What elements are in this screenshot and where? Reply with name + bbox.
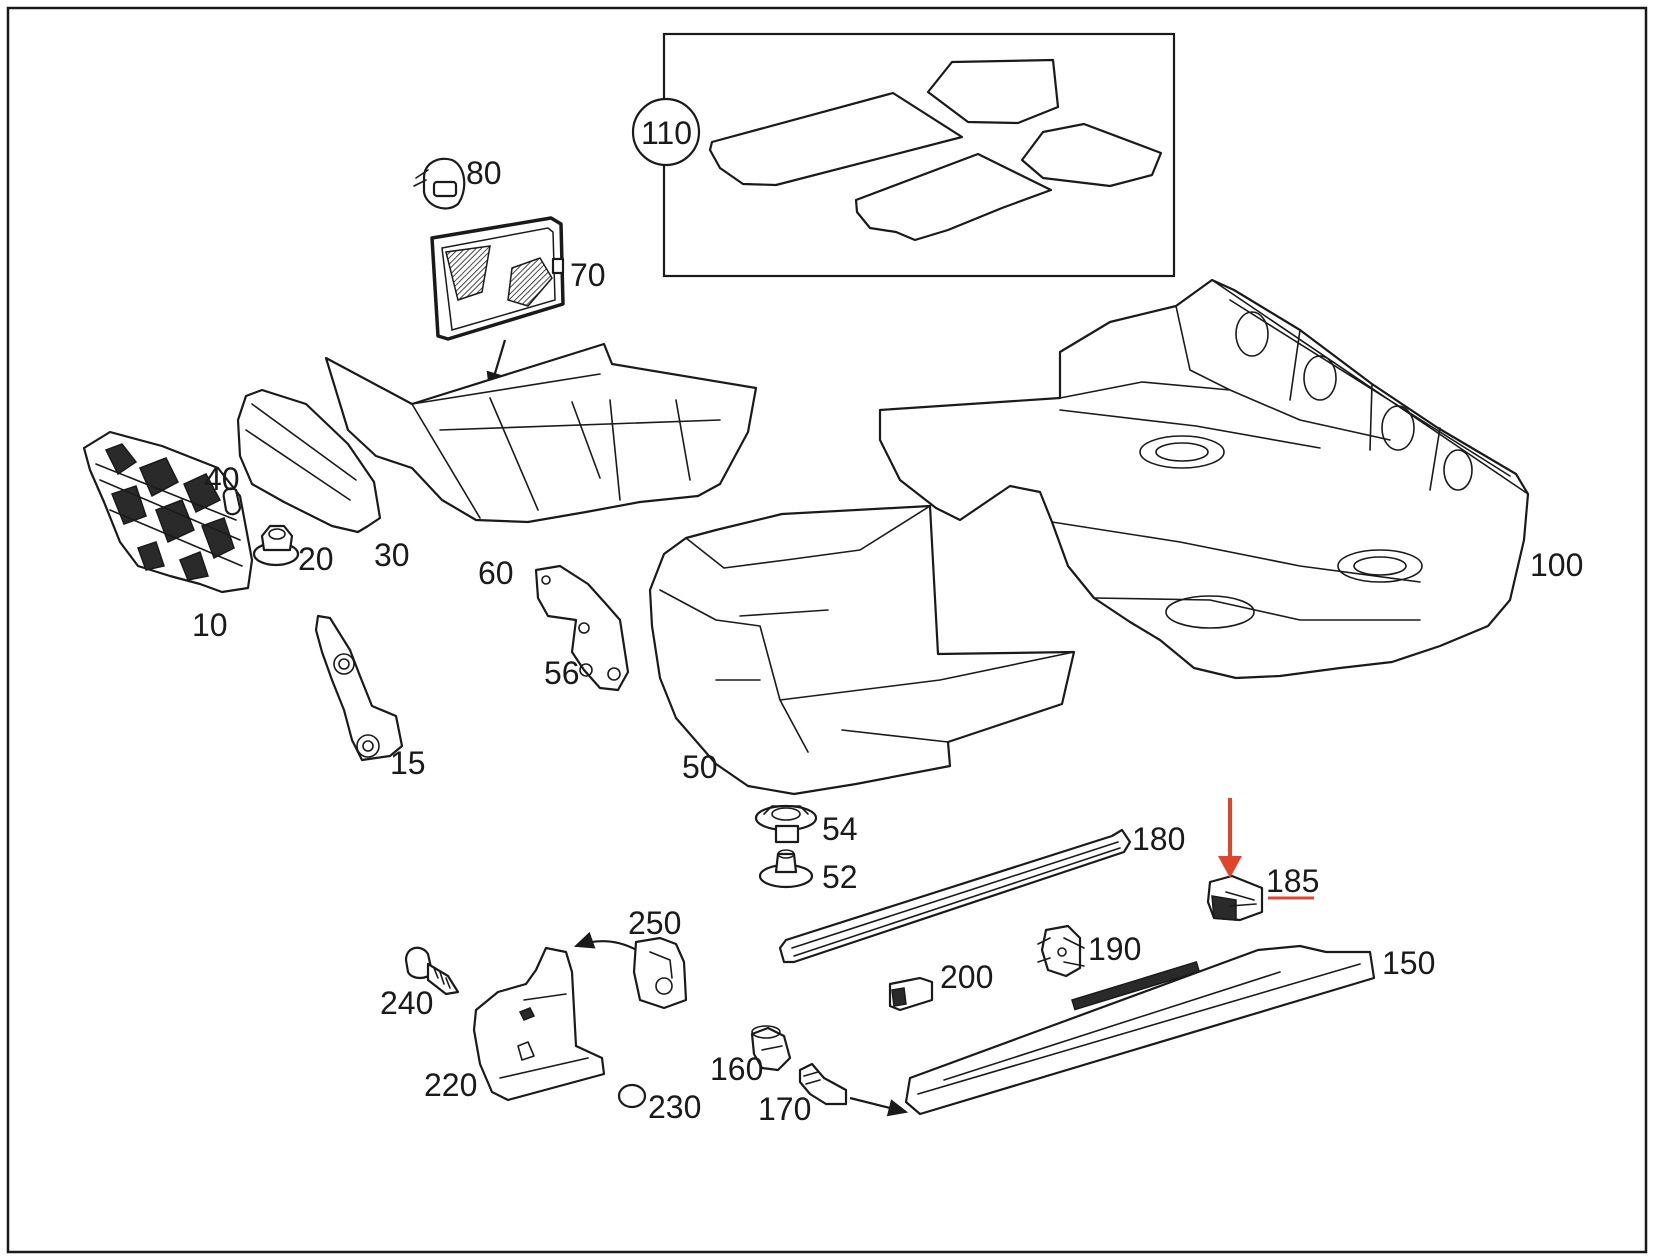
callout-160[interactable]: 160 [710, 1051, 763, 1087]
callout-54[interactable]: 54 [822, 811, 858, 847]
callout-240[interactable]: 240 [380, 985, 433, 1021]
plug-80 [413, 157, 466, 210]
plug-230 [617, 1083, 647, 1109]
callout-190[interactable]: 190 [1088, 931, 1141, 967]
callout-180[interactable]: 180 [1132, 821, 1185, 857]
callout-150[interactable]: 150 [1382, 945, 1435, 981]
mounting-bracket-56 [534, 564, 630, 692]
rear-insulation-50 [648, 504, 1076, 796]
main-floor-insulation-100 [878, 278, 1530, 680]
callout-220[interactable]: 220 [424, 1067, 477, 1103]
stud-52 [758, 849, 814, 889]
floor-mats-set [631, 32, 1176, 278]
callout-250[interactable]: 250 [628, 905, 681, 941]
callout-30[interactable]: 30 [374, 537, 410, 573]
callout-10[interactable]: 10 [192, 607, 228, 643]
callout-40[interactable]: 40 [204, 461, 240, 497]
callout-170[interactable]: 170 [758, 1091, 811, 1127]
nut-clip-250 [632, 936, 688, 1010]
callout-80[interactable]: 80 [466, 155, 502, 191]
highlight-marker [1218, 798, 1314, 900]
callout-56[interactable]: 56 [544, 655, 580, 691]
trim-bracket-220 [472, 931, 641, 1102]
callout-15[interactable]: 15 [390, 745, 426, 781]
cover-panel-70 [430, 216, 565, 393]
clip-200 [888, 976, 934, 1012]
sill-panel-150 [904, 944, 1376, 1116]
screw-240 [404, 946, 460, 996]
clip-190 [1037, 924, 1085, 978]
carrier-plate-10 [82, 430, 254, 594]
sill-strip-180 [778, 828, 1132, 964]
clip-40 [222, 487, 242, 516]
callout-200[interactable]: 200 [940, 959, 993, 995]
callout-100[interactable]: 100 [1530, 547, 1583, 583]
front-insulation-60 [324, 342, 758, 524]
callout-labels: 110 80 70 40 20 30 60 10 56 15 50 100 54… [192, 115, 1583, 1127]
callout-52[interactable]: 52 [822, 859, 858, 895]
callout-230[interactable]: 230 [648, 1089, 701, 1125]
flange-nut-20 [252, 524, 300, 567]
callout-60[interactable]: 60 [478, 555, 514, 591]
callout-110[interactable]: 110 [641, 115, 692, 151]
callout-70[interactable]: 70 [570, 257, 606, 293]
clip-170 [798, 1062, 909, 1117]
diagram-frame [6, 6, 1648, 1254]
bracket-15 [314, 614, 404, 762]
clip-185 [1206, 874, 1264, 922]
callout-50[interactable]: 50 [682, 749, 718, 785]
callout-20[interactable]: 20 [298, 541, 334, 577]
washer-54 [754, 804, 818, 844]
rivet-160 [750, 1025, 792, 1072]
insulation-panel-30 [236, 388, 382, 534]
callout-185[interactable]: 185 [1266, 863, 1319, 899]
